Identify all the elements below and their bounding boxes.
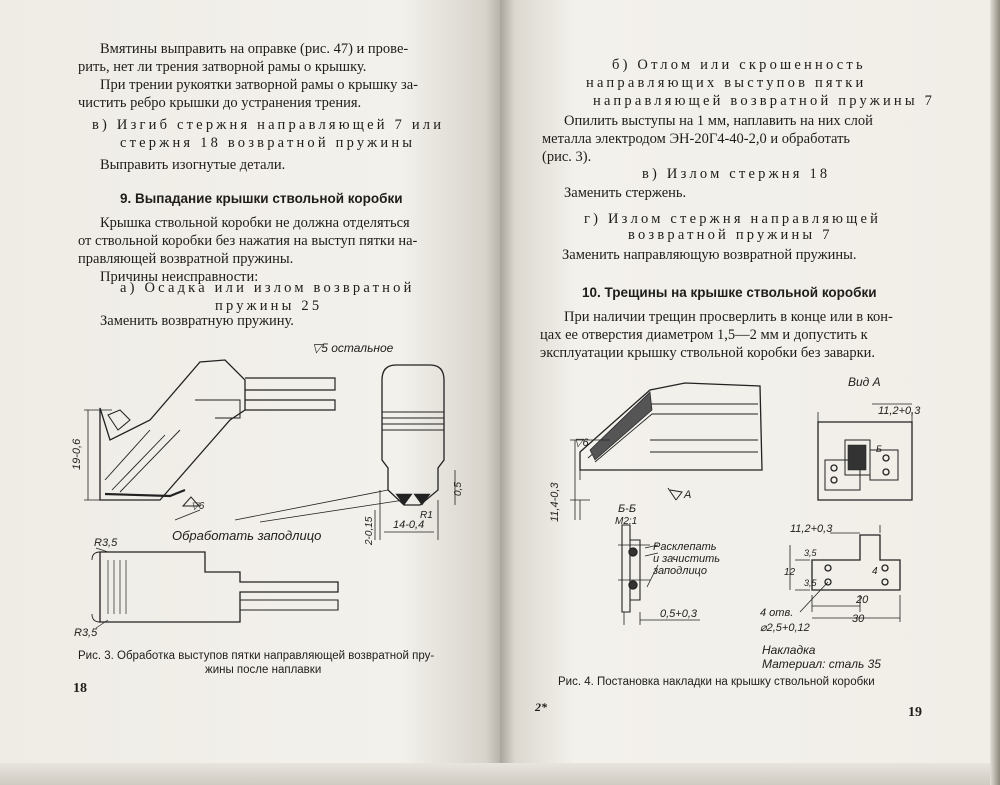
remedy-text: Заменить стержень. [564, 185, 687, 201]
section-mark: Б [876, 444, 882, 454]
dimension-label: 3,5 [804, 578, 818, 588]
subheading-line: в) Изгиб стержня направляющей 7 или [92, 117, 445, 133]
dimension-label: 11,4-0,3 [549, 482, 561, 522]
dimension-label: 4 [872, 566, 878, 577]
subheading-line: стержня 18 возвратной пружины [120, 135, 416, 151]
view-arrow-label: А [683, 489, 691, 501]
figure-4-caption: Рис. 4. Постановка накладки на крышку ст… [558, 676, 875, 688]
finish-mark: ▽6 [191, 501, 205, 512]
paragraph-line: При трении рукоятки затворной рамы о кры… [100, 77, 419, 93]
figure-4-drawing: Вид А 11,2+0,3 ▽6 А 11,4-0,3 Б-Б М2:1 Ра… [549, 375, 921, 671]
paragraph-line: от ствольной коробки без нажатия на выст… [78, 233, 418, 249]
remedy-text: Заменить направляющую возвратной пружины… [562, 247, 857, 263]
paragraph-line: чистить ребро крышки до устранения трени… [78, 95, 362, 111]
rivet-note: Расклепать [653, 541, 717, 553]
paragraph-line: рить, нет ли трения затворной рамы о кры… [78, 59, 367, 75]
material-note: Материал: сталь 35 [762, 657, 881, 671]
dimension-label: 14-0,4 [393, 519, 424, 531]
page-edge [990, 0, 1000, 785]
dimension-label: 11,2+0,3 [878, 405, 921, 417]
radius-label: R3,5 [94, 537, 118, 549]
radius-label: R3,5 [74, 627, 98, 639]
section-heading-10: 10. Трещины на крышке ствольной коробки [582, 285, 877, 300]
radius-label: R1 [420, 510, 433, 521]
page-edge [0, 763, 500, 785]
dimension-label: 2-0,15 [364, 516, 375, 546]
page-number: 19 [908, 705, 922, 720]
figure-3-drawing: ▽5 остальное 19-0,6 14-0,4 2-0,15 0,5 R1… [71, 341, 464, 639]
paragraph-line: металла электродом ЭН-20Г4-40-2,0 и обра… [542, 131, 851, 147]
dimension-label: 12 [784, 567, 796, 578]
paragraph-line: эксплуатации крышку ствольной коробки бе… [540, 345, 876, 361]
paragraph-line: Вмятины выправить на оправке (рис. 47) и… [100, 41, 409, 57]
dimension-label: 11,2+0,3 [790, 523, 833, 535]
paragraph-line: (рис. 3). [542, 149, 592, 165]
page-number: 18 [73, 681, 87, 696]
subheading-line: пружины 25 [215, 298, 323, 314]
dimension-label: 0,5 [453, 482, 464, 496]
dimension-label: 20 [855, 594, 869, 606]
page-edge [500, 763, 1000, 785]
surface-finish-note: ▽5 остальное [312, 341, 394, 355]
figure-3-caption: жины после наплавки [205, 664, 322, 676]
paragraph-line: цах ее отверстия диаметром 1,5—2 мм и до… [540, 327, 868, 343]
part-name: Накладка [762, 643, 816, 657]
view-label: Вид А [848, 375, 881, 389]
dimension-label: 3,5 [804, 548, 818, 558]
remedy-text: Заменить возвратную пружину. [100, 313, 294, 329]
paragraph-line: Крышка ствольной коробки не должна отдел… [100, 215, 410, 231]
paragraph-line: Опилить выступы на 1 мм, наплавить на ни… [564, 113, 873, 129]
remedy-text: Выправить изогнутые детали. [100, 157, 286, 173]
paragraph-line: При наличии трещин просверлить в конце и… [564, 309, 893, 325]
dimension-label: 30 [852, 613, 865, 625]
subheading-line: а) Осадка или излом возвратной [120, 280, 415, 296]
subheading-line: в) Излом стержня 18 [642, 166, 831, 182]
right-page: б) Отлом или скрошенность направляющих в… [500, 0, 1000, 785]
subheading-line: г) Излом стержня направляющей [584, 211, 882, 227]
causes-label: Причины неисправности: [100, 269, 259, 285]
paragraph-line: правляющей возвратной пружины. [78, 251, 294, 267]
subheading-line: возвратной пружины 7 [628, 227, 833, 243]
left-page: Вмятины выправить на оправке (рис. 47) и… [0, 0, 500, 785]
holes-note: 4 отв. [760, 607, 793, 619]
section-label: Б-Б [618, 503, 636, 515]
subheading-line: направляющей возвратной пружины 7 [593, 93, 936, 109]
dimension-label: 0,5+0,3 [660, 608, 698, 620]
subheading-line: направляющих выступов пятки [586, 75, 867, 91]
figure-3-caption: Рис. 3. Обработка выступов пятки направл… [78, 650, 435, 662]
section-heading-9: 9. Выпадание крышки ствольной коробки [120, 191, 403, 206]
subheading-line: б) Отлом или скрошенность [612, 57, 866, 73]
signature-mark: 2* [535, 700, 547, 714]
finish-mark: ▽6 [574, 437, 589, 449]
holes-note: ⌀2,5+0,12 [760, 622, 810, 634]
rivet-note: заподлицо [652, 565, 707, 577]
scale-label: М2:1 [615, 516, 637, 527]
dimension-label: 19-0,6 [71, 438, 83, 470]
rivet-note: и зачистить [653, 553, 720, 565]
flush-note: Обработать заподлицо [172, 528, 321, 543]
